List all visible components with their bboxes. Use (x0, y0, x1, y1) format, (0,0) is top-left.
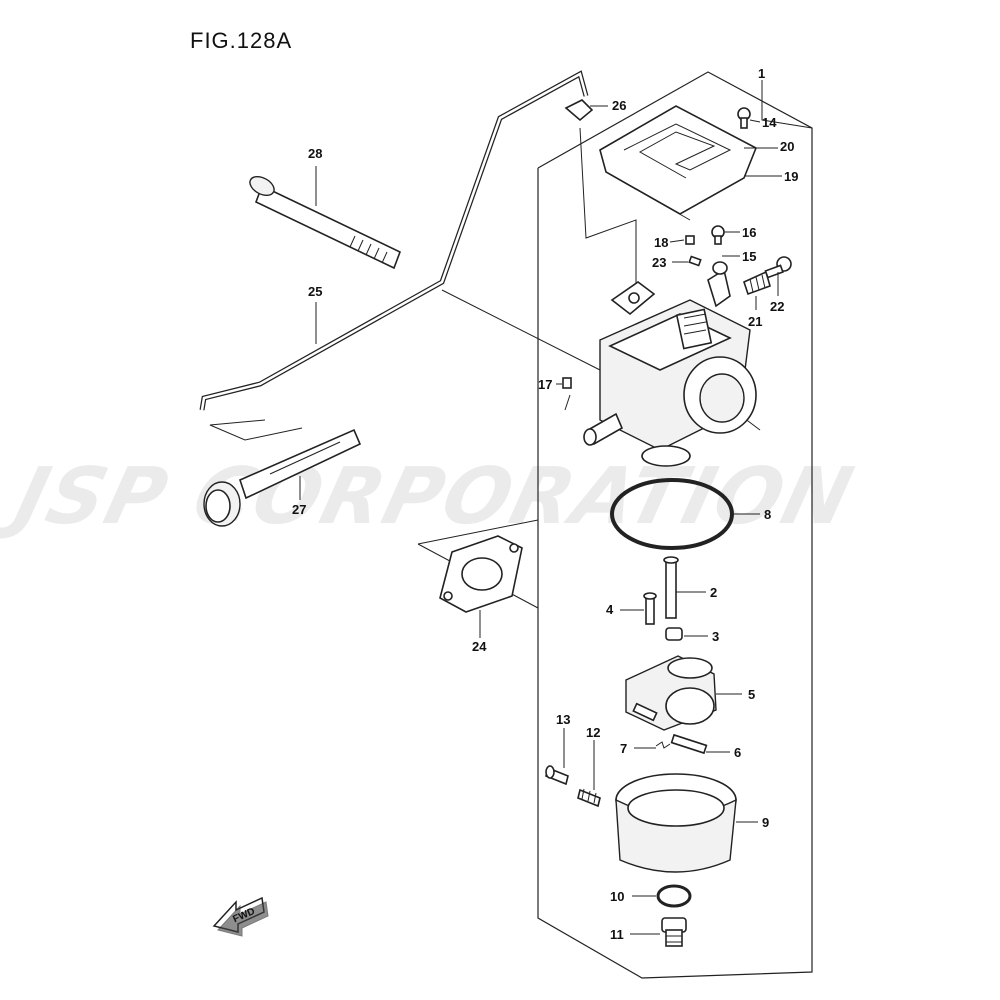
callout-15: 15 (742, 249, 756, 264)
part-8-oring (610, 478, 734, 550)
callout-19: 19 (784, 169, 798, 184)
callout-5: 5 (748, 687, 755, 702)
part-28-bolt (249, 175, 402, 270)
part-9-bowl (615, 773, 737, 873)
callout-20: 20 (780, 139, 794, 154)
callout-21: 21 (748, 314, 762, 329)
part-24-gasket (439, 535, 523, 613)
part-27-knob (203, 428, 362, 527)
callout-13: 13 (556, 712, 570, 727)
callout-16: 16 (742, 225, 756, 240)
callout-7: 7 (620, 741, 627, 756)
linkage-rod (199, 70, 589, 411)
part-5-6-7-float (625, 655, 717, 755)
part-12-13-screws (545, 765, 601, 808)
callout-18: 18 (654, 235, 668, 250)
callout-17: 17 (538, 377, 552, 392)
callout-14: 14 (762, 115, 777, 130)
callout-6: 6 (734, 745, 741, 760)
carburetor-body (583, 268, 757, 467)
callout-11: 11 (610, 927, 624, 942)
part-10-11-drain (656, 884, 692, 947)
leader-lines (299, 80, 813, 935)
callout-8: 8 (764, 507, 771, 522)
fwd-direction-marker: FWD (212, 896, 269, 937)
part-2-3-4-jets (643, 556, 683, 641)
callout-10: 10 (610, 889, 624, 904)
assembly-frame (537, 71, 813, 979)
callout-2: 2 (710, 585, 717, 600)
callout-4: 4 (606, 602, 614, 617)
part-19-20-plate (599, 105, 758, 221)
callout-3: 3 (712, 629, 719, 644)
callout-26: 26 (612, 98, 626, 113)
callout-12: 12 (586, 725, 600, 740)
callout-9: 9 (762, 815, 769, 830)
callout-28: 28 (308, 146, 322, 161)
callout-25: 25 (308, 284, 322, 299)
callout-22: 22 (770, 299, 784, 314)
callout-27: 27 (292, 502, 306, 517)
small-fasteners (562, 107, 792, 389)
callout-1: 1 (758, 66, 765, 81)
arrow-left-icon (212, 896, 269, 937)
callout-23: 23 (652, 255, 666, 270)
callout-24: 24 (472, 639, 487, 654)
callout-numbers: 1 2 3 4 5 6 7 8 9 10 11 12 13 14 15 16 1… (292, 66, 798, 942)
part-26-clip (564, 99, 594, 122)
figure-title: FIG.128A (190, 28, 293, 53)
